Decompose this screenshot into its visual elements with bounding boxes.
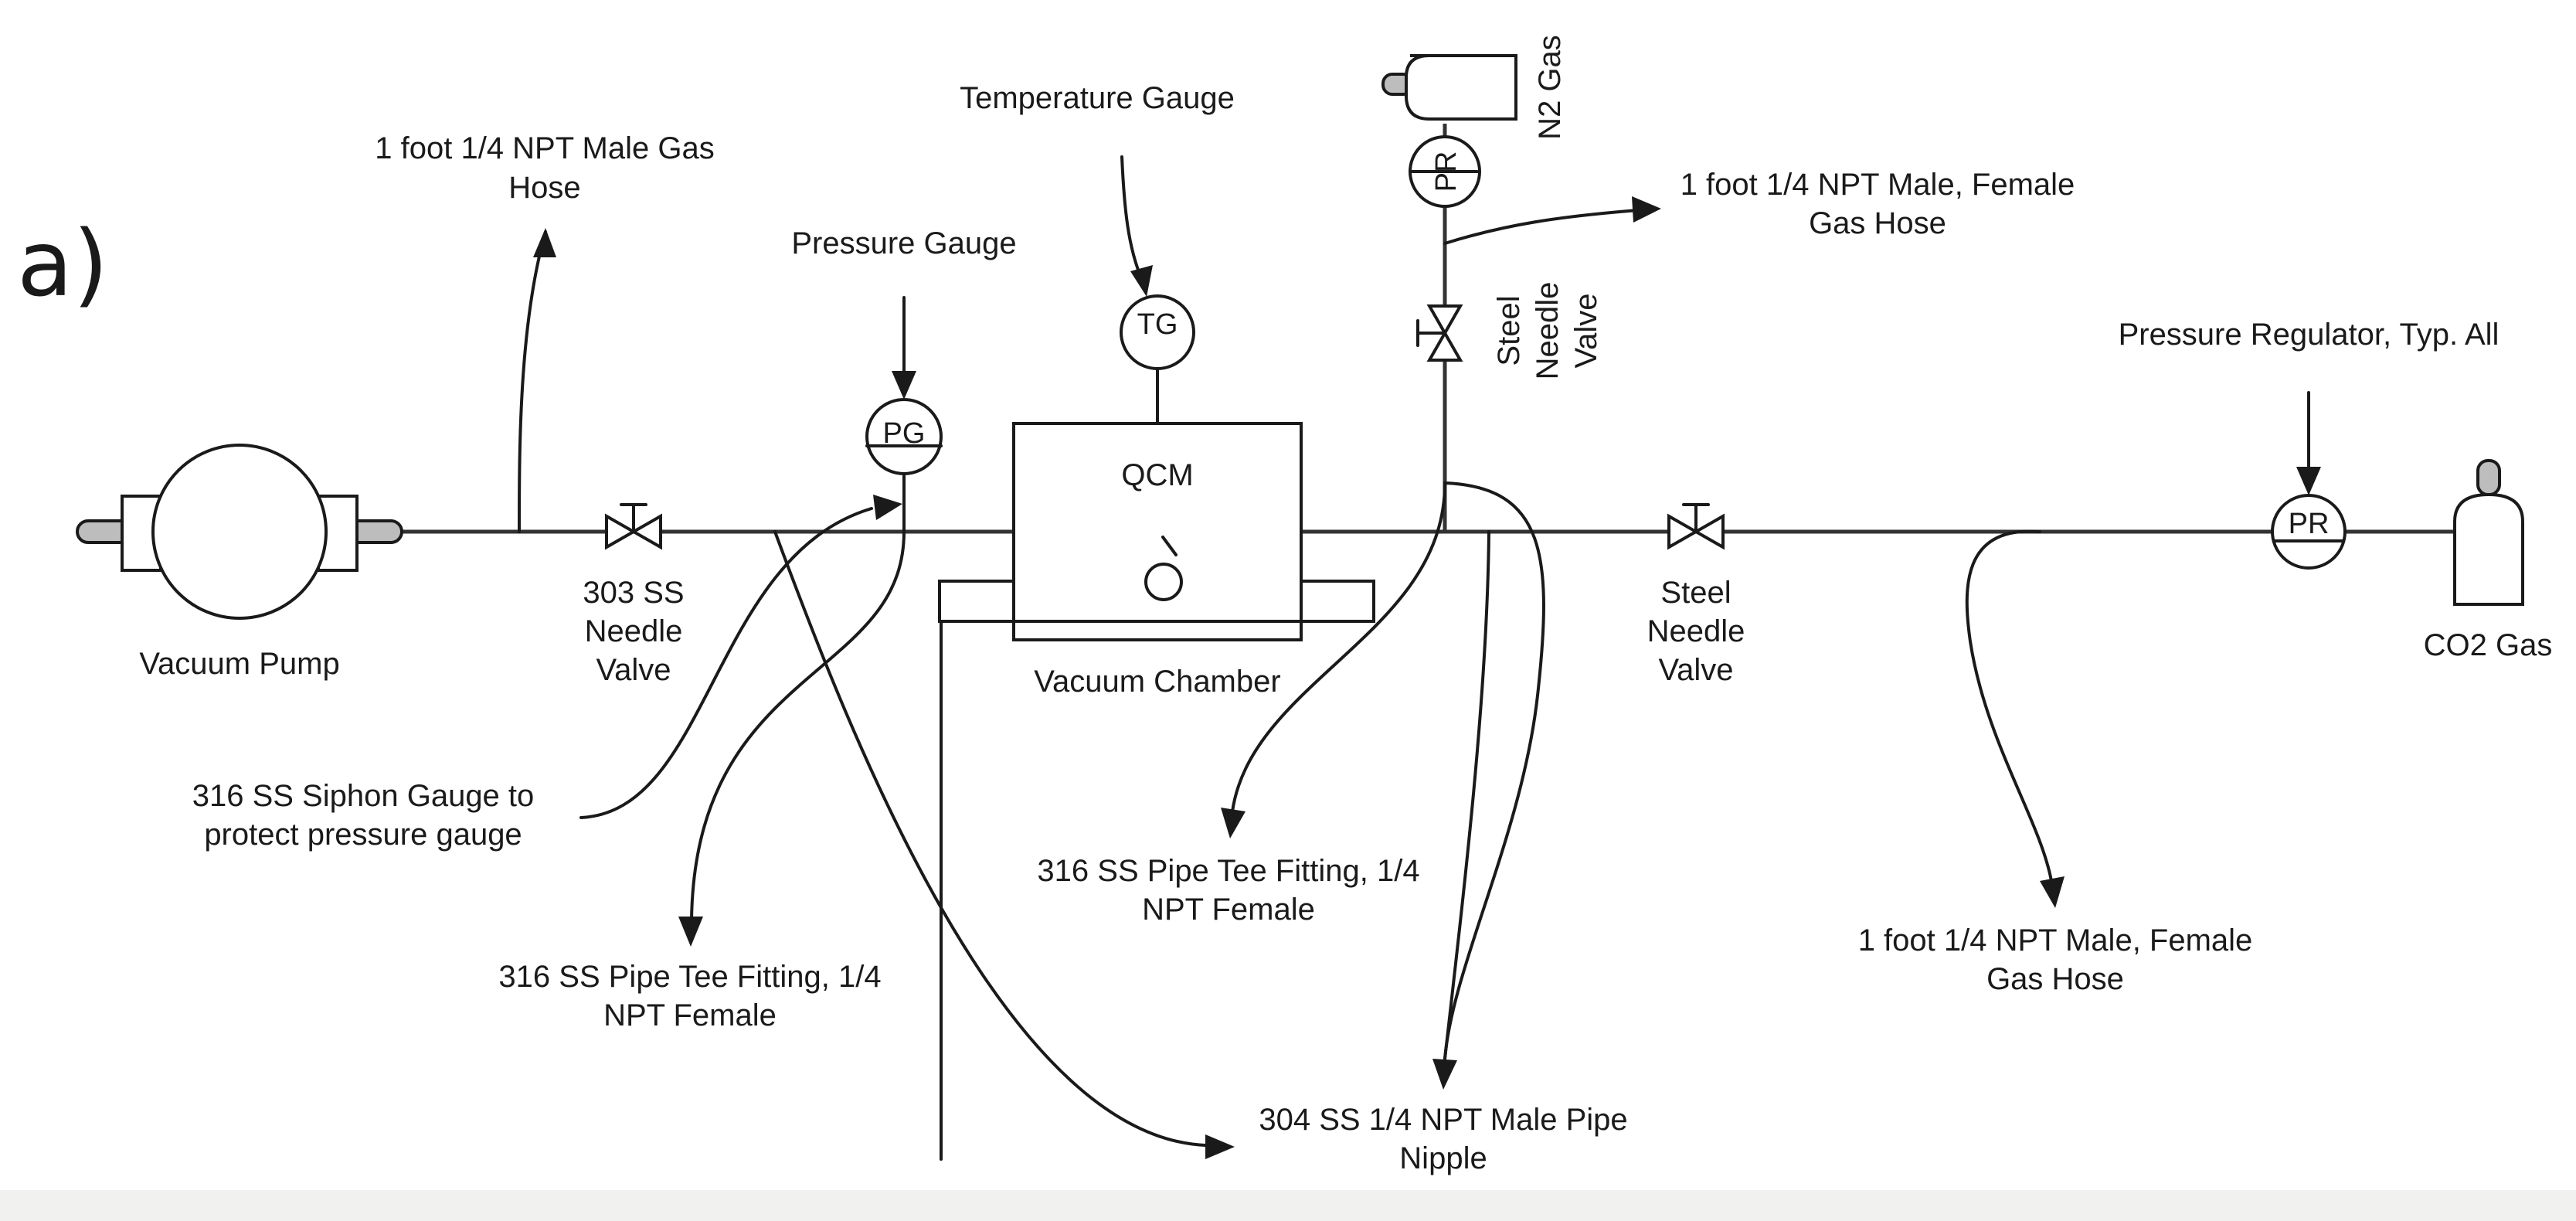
arrowhead-pipe-tee-center [1221,808,1246,838]
pressure-gauge-symbol: PG [883,417,926,450]
vacuum-pump-label: Vacuum Pump [139,647,339,681]
callout-siphon-gauge-line1: 316 SS Siphon Gauge to [192,779,535,813]
leader-siphon-gauge [579,507,873,819]
callout-male-gas-hose-line2: Hose [508,171,580,205]
callout-co2-gas-hose-line2: Gas Hose [1986,962,2124,996]
arrowhead-male-gas-hose [533,228,556,257]
pressure-regulator-co2-icon: PR [2271,494,2347,570]
callout-pipe-tee-center-line2: NPT Female [1142,893,1315,927]
leader-male-gas-hose [518,230,547,533]
needle-valve-303-label-line1: 303 SS [583,576,684,610]
needle-valve-303-label-line3: Valve [596,653,671,687]
arrowhead-pipe-nipple-right [1432,1059,1457,1090]
n2-gas-label: N2 Gas [1533,35,1567,140]
callout-pressure-regulator: Pressure Regulator, Typ. All [2119,318,2500,352]
leader-temperature-gauge [1120,155,1144,281]
arrowhead-pipe-nipple-left [1205,1134,1235,1159]
arrowhead-n2-gas-hose [1632,196,1661,223]
leader-n2-gas-hose [1443,209,1640,245]
needle-valve-303-icon [605,503,662,550]
leader-pipe-tee-left [690,530,906,921]
callout-pipe-nipple-line2: Nipple [1399,1141,1487,1175]
needle-valve-303-label-line2: Needle [585,614,683,648]
pressure-regulator-co2-symbol: PR [2289,508,2330,540]
arrowhead-siphon-gauge [873,495,902,520]
temperature-gauge-icon: TG [1120,294,1195,425]
arrowhead-pipe-tee-left [678,917,703,947]
steel-needle-valve-vertical-line3: Valve [1569,293,1603,368]
pressure-regulator-n2-icon: PR [1409,135,1481,208]
arrowhead-pressure-regulator [2296,467,2321,495]
steel-needle-valve-main-line1: Steel [1660,576,1731,610]
vacuum-pump-icon [76,444,403,620]
steel-needle-valve-main-line2: Needle [1647,614,1745,648]
leader-pipe-tee-center [1231,481,1446,813]
callout-male-gas-hose-line1: 1 foot 1/4 NPT Male Gas [375,131,714,165]
callout-pressure-gauge: Pressure Gauge [791,226,1016,260]
callout-pipe-tee-left-line1: 316 SS Pipe Tee Fitting, 1/4 [498,960,881,994]
panel-label: a) [17,210,108,317]
n2-cylinder-icon [1381,54,1517,121]
callout-siphon-gauge-line2: protect pressure gauge [204,818,522,852]
leader-pipe-nipple-middle [1443,530,1490,1060]
arrowhead-co2-gas-hose [2040,876,2065,908]
callout-co2-gas-hose-line1: 1 foot 1/4 NPT Male, Female [1858,923,2253,957]
arrowhead-pressure-gauge [892,371,916,400]
steel-needle-valve-vertical-icon [1416,304,1463,362]
bottom-band [0,1190,2576,1221]
pressure-regulator-n2-symbol: PR [1430,151,1463,192]
callout-temperature-gauge: Temperature Gauge [960,81,1235,115]
leader-pipe-nipple-left [773,530,1207,1147]
vacuum-chamber-label: Vacuum Chamber [1034,665,1280,699]
callout-pipe-tee-center-line1: 316 SS Pipe Tee Fitting, 1/4 [1037,854,1419,888]
co2-cylinder-icon [2453,459,2524,606]
steel-needle-valve-main-line3: Valve [1658,653,1733,687]
temperature-gauge-symbol: TG [1137,308,1178,341]
callout-pipe-nipple-line1: 304 SS 1/4 NPT Male Pipe [1259,1103,1627,1137]
steel-needle-valve-main-icon [1667,503,1725,550]
leader-pipe-nipple-right [1443,481,1545,1060]
callout-pipe-tee-left-line2: NPT Female [603,998,777,1032]
co2-gas-label: CO2 Gas [2424,628,2553,662]
arrowhead-temperature-gauge [1130,265,1153,297]
callout-n2-gas-hose-line1: 1 foot 1/4 NPT Male, Female [1681,168,2075,202]
steel-needle-valve-vertical-line2: Needle [1531,282,1565,380]
leader-co2-gas-hose [1965,529,2053,883]
vacuum-chamber-icon [938,422,1375,1161]
steel-needle-valve-vertical-line1: Steel [1492,295,1526,366]
qcm-label: QCM [1121,458,1193,492]
callout-n2-gas-hose-line2: Gas Hose [1809,206,1946,240]
